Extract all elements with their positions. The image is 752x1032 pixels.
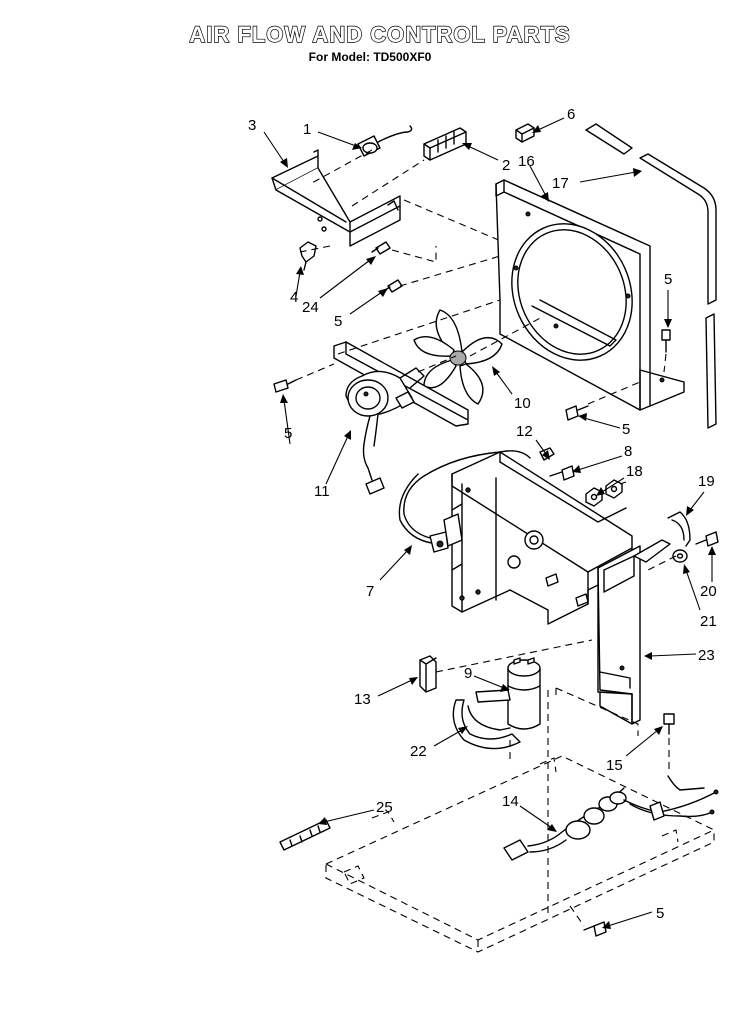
callout-14: 14 [502, 793, 519, 810]
callout-21: 21 [700, 613, 717, 630]
callout-18: 18 [626, 463, 643, 480]
part-nut [605, 479, 623, 499]
callout-12: 12 [516, 423, 533, 440]
part-thermostat-capillary [398, 450, 531, 553]
callout-2: 2 [502, 157, 510, 174]
callout-3: 3 [248, 117, 256, 134]
part-screw [273, 379, 297, 393]
callout-25: 25 [376, 799, 393, 816]
callout-6: 6 [567, 106, 575, 123]
part-control-box [451, 451, 671, 725]
leader-lines [263, 117, 716, 929]
callout-13: 13 [354, 691, 371, 708]
part-fan-motor [333, 341, 469, 495]
callout-10: 10 [514, 395, 531, 412]
callout-15: 15 [606, 757, 623, 774]
part-screw [371, 241, 391, 255]
callout-19: 19 [698, 473, 715, 490]
callout-8: 8 [624, 443, 632, 460]
callout-5: 5 [284, 425, 292, 442]
part-capacitor [507, 657, 541, 730]
callout-5: 5 [622, 421, 630, 438]
part-power-cord [503, 775, 719, 861]
callout-5: 5 [334, 313, 342, 330]
part-screw [661, 329, 671, 353]
callout-1: 1 [303, 121, 311, 138]
part-screw-rod [279, 819, 331, 851]
callout-labels: 1 2 3 4 24 5 6 16 17 5 10 5 5 11 12 8 18… [248, 106, 717, 922]
model-subtitle: For Model: TD500XF0 [308, 50, 432, 64]
part-base-plate [325, 755, 715, 953]
part-screw [583, 921, 607, 937]
callout-7: 7 [366, 583, 374, 600]
callout-22: 22 [410, 743, 427, 760]
callout-23: 23 [698, 647, 715, 664]
part-screw [549, 465, 575, 481]
callout-9: 9 [464, 665, 472, 682]
callout-11: 11 [314, 483, 330, 500]
part-relay [419, 655, 437, 693]
part-clip [299, 241, 317, 271]
part-washer [672, 549, 688, 563]
part-switch-block [423, 127, 467, 161]
callout-17: 17 [552, 175, 569, 192]
callout-16: 16 [518, 153, 535, 170]
callout-5: 5 [664, 271, 672, 288]
part-fan-shroud [495, 179, 685, 411]
part-thermostat-knob [357, 125, 413, 157]
part-seal-strip [585, 123, 717, 429]
callout-4: 4 [290, 289, 298, 306]
part-screw [663, 713, 675, 735]
page-title: AIR FLOW AND CONTROL PARTS [189, 21, 571, 47]
part-screw [695, 531, 719, 547]
callout-20: 20 [700, 583, 717, 600]
callout-24: 24 [302, 299, 319, 316]
callout-5: 5 [656, 905, 664, 922]
part-fan-blade [413, 309, 503, 405]
part-small-block [515, 123, 535, 143]
part-ground-wire [667, 511, 691, 547]
part-control-bracket [271, 149, 401, 247]
